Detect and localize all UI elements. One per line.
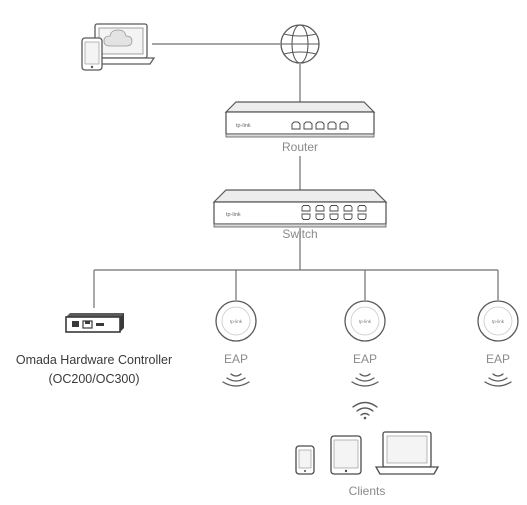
eap3-brand-logo: tp-link (492, 319, 505, 324)
wifi-signal-icon (351, 373, 379, 387)
router-icon: tp-link (224, 101, 376, 138)
wifi-signal-icon (222, 373, 250, 387)
switch-icon: tp-link (212, 189, 388, 228)
smartphone-icon (295, 445, 315, 475)
laptop-with-cloud-and-phone-icon (81, 23, 156, 71)
eap1-label: EAP (224, 352, 248, 366)
tablet-icon (330, 435, 362, 475)
router-label: Router (282, 140, 318, 154)
eap1-brand-logo: tp-link (230, 319, 243, 324)
connection-lines (93, 43, 499, 308)
ceiling-access-point-icon: tp-link (215, 300, 257, 342)
globe-icon (280, 24, 320, 64)
wifi-signal-icon (352, 401, 378, 420)
switch-brand-logo: tp-link (226, 212, 241, 218)
eap2-label: EAP (353, 352, 377, 366)
ceiling-access-point-icon: tp-link (477, 300, 519, 342)
ceiling-access-point-icon: tp-link (344, 300, 386, 342)
hardware-controller-icon (65, 313, 124, 333)
eap2-brand-logo: tp-link (359, 319, 372, 324)
clients-label: Clients (349, 484, 386, 498)
wifi-signal-icon (484, 373, 512, 387)
switch-label: Switch (282, 227, 317, 241)
laptop-icon (374, 431, 440, 475)
controller-label-line2: (OC200/OC300) (48, 372, 139, 386)
controller-label-line1: Omada Hardware Controller (16, 353, 172, 367)
eap3-label: EAP (486, 352, 510, 366)
router-brand-logo: tp-link (236, 123, 251, 129)
